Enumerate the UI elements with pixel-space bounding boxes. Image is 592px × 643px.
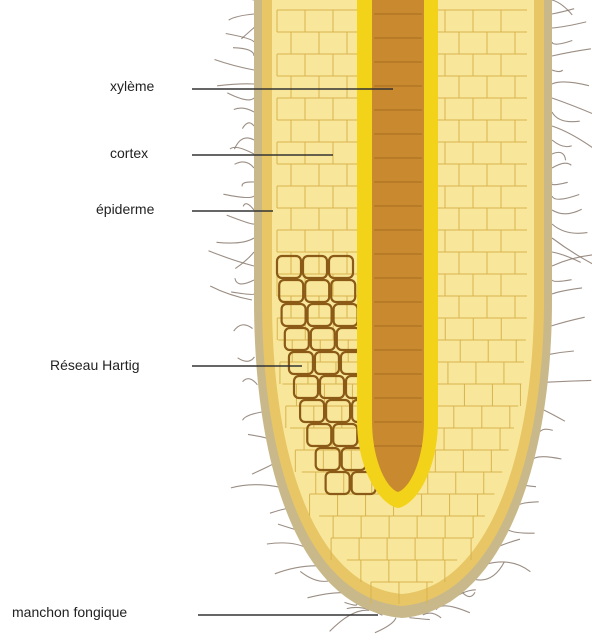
hypha-thread	[552, 82, 589, 86]
hypha-thread	[552, 22, 586, 28]
hypha-thread	[238, 357, 255, 361]
hypha-thread	[217, 238, 255, 243]
hypha-thread	[234, 325, 253, 331]
hypha-thread	[552, 317, 585, 326]
hypha-thread	[409, 618, 429, 620]
hypha-thread	[531, 457, 561, 462]
hypha-thread	[308, 593, 344, 598]
hypha-thread	[423, 613, 441, 618]
hypha-thread	[552, 280, 572, 282]
hypha-thread	[215, 60, 255, 71]
hypha-thread	[552, 112, 580, 122]
hypha-thread	[227, 93, 254, 100]
hypha-thread	[248, 434, 267, 438]
hypha-thread	[552, 163, 571, 168]
hypha-thread	[552, 41, 572, 45]
hypha-thread	[547, 380, 591, 382]
hypha-thread	[235, 252, 254, 269]
hypha-thread	[226, 34, 254, 43]
hypha-thread	[229, 14, 254, 20]
hypha-thread	[552, 70, 563, 72]
hypha-thread	[552, 126, 592, 149]
hypha-thread	[543, 410, 565, 422]
xylem-core	[372, 0, 424, 492]
hypha-thread	[227, 215, 254, 224]
hypha-thread	[243, 204, 254, 210]
hypha-thread	[552, 288, 582, 294]
hypha-thread	[243, 412, 262, 420]
label-hartig-net: Réseau Hartig	[50, 357, 140, 373]
hypha-thread	[550, 351, 574, 354]
hypha-thread	[552, 140, 572, 147]
hypha-thread	[242, 182, 254, 186]
hypha-thread	[252, 464, 273, 475]
hypha-thread	[231, 292, 254, 295]
hypha-thread	[552, 195, 579, 200]
hypha-thread	[436, 606, 470, 613]
hypha-thread	[231, 485, 281, 488]
hypha-thread	[552, 209, 582, 214]
label-epidermis: épiderme	[96, 201, 154, 217]
hypha-thread	[552, 152, 566, 160]
hypha-thread	[552, 49, 591, 56]
hypha-thread	[210, 286, 252, 300]
hypha-thread	[223, 194, 254, 197]
hypha-thread	[235, 162, 254, 168]
hypha-thread	[230, 147, 254, 154]
hypha-thread	[209, 251, 255, 266]
label-xylem: xylème	[110, 78, 154, 94]
label-fungal-mantle: manchon fongique	[12, 604, 127, 620]
hypha-thread	[243, 379, 258, 385]
hypha-thread	[234, 108, 254, 112]
hypha-thread	[233, 48, 254, 56]
hypha-thread	[552, 224, 587, 233]
hypha-thread	[330, 610, 370, 631]
label-cortex: cortex	[110, 145, 148, 161]
hypha-thread	[217, 84, 254, 86]
hypha-thread	[485, 562, 530, 572]
hypha-thread	[551, 182, 567, 185]
hypha-thread	[552, 238, 592, 265]
hypha-thread	[275, 566, 320, 574]
hypha-thread	[375, 618, 396, 633]
hypha-thread	[235, 278, 254, 284]
hypha-thread	[552, 98, 592, 120]
hypha-thread	[506, 529, 534, 534]
hypha-thread	[242, 123, 254, 129]
hypha-thread	[552, 0, 572, 15]
